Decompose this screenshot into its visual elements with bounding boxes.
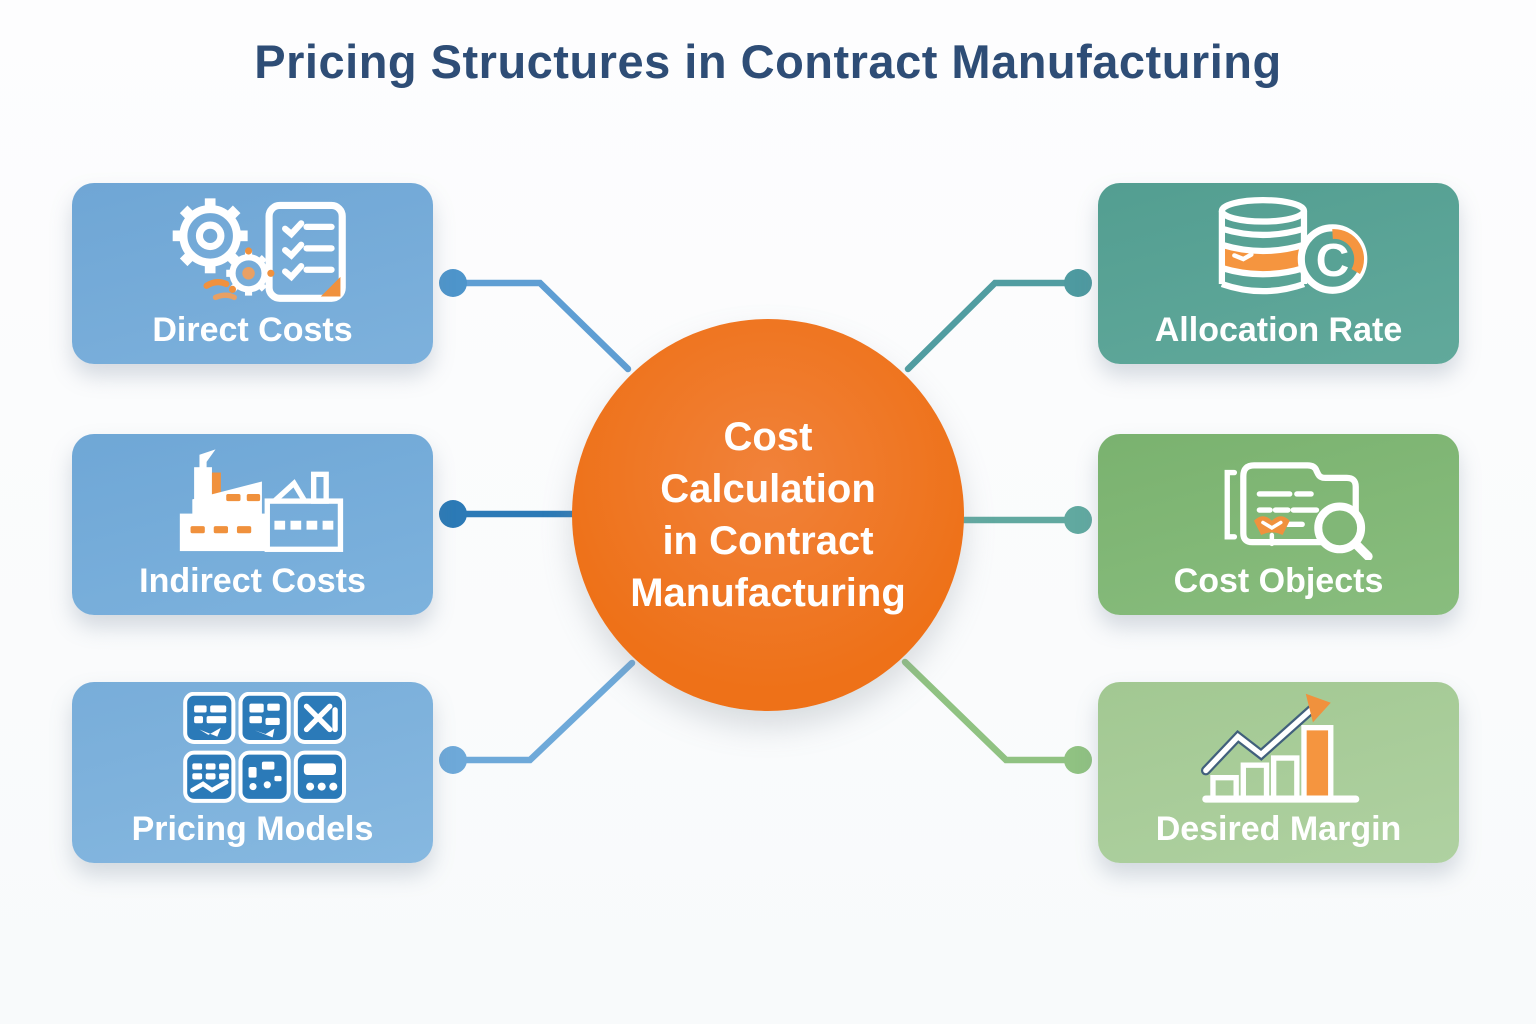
center-node-text: Cost Calculation in Contract Manufacturi… — [588, 411, 948, 619]
connector-dot — [439, 269, 467, 297]
document-magnifier-icon — [1224, 462, 1373, 560]
center-text-line: Calculation — [660, 467, 876, 511]
connector-dot — [439, 746, 467, 774]
connector-direct-costs — [439, 269, 632, 373]
node-label: Direct Costs — [152, 311, 353, 349]
node-indirect-costs: Indirect Costs — [72, 434, 433, 615]
node-label: Indirect Costs — [139, 562, 366, 600]
connector-indirect-costs — [439, 500, 582, 528]
connector-dot — [1064, 269, 1092, 297]
center-text-line: Cost — [723, 415, 813, 459]
center-node-cost-calculation: Cost Calculation in Contract Manufacturi… — [572, 319, 964, 711]
center-text-line: in Contract — [662, 519, 874, 563]
gears-checklist-icon — [172, 198, 346, 302]
coin-stack-rate-icon: C — [1218, 197, 1367, 295]
center-text-line: Manufacturing — [630, 571, 906, 615]
node-allocation-rate: C Allocation Rate — [1098, 183, 1459, 364]
pricing-tools-grid-icon — [182, 692, 346, 803]
factory-icon — [179, 449, 343, 552]
connector-dot — [1064, 746, 1092, 774]
node-cost-objects: Cost Objects — [1098, 434, 1459, 615]
connector-desired-margin — [901, 658, 1092, 774]
node-pricing-models: Pricing Models — [72, 682, 433, 863]
node-label: Cost Objects — [1173, 562, 1384, 600]
connector-dot — [439, 500, 467, 528]
growth-bar-chart-icon — [1200, 693, 1359, 803]
node-label: Desired Margin — [1155, 810, 1402, 848]
node-desired-margin: Desired Margin — [1098, 682, 1459, 863]
node-label: Allocation Rate — [1154, 311, 1403, 349]
connector-cost-objects — [954, 506, 1092, 534]
connector-dot — [1064, 506, 1092, 534]
node-direct-costs: Direct Costs — [72, 183, 433, 364]
connector-allocation-rate — [904, 269, 1092, 373]
rate-badge-letter: C — [1315, 234, 1349, 286]
node-label: Pricing Models — [131, 810, 374, 848]
connector-pricing-models — [439, 659, 636, 774]
page-title: Pricing Structures in Contract Manufactu… — [254, 35, 1282, 88]
